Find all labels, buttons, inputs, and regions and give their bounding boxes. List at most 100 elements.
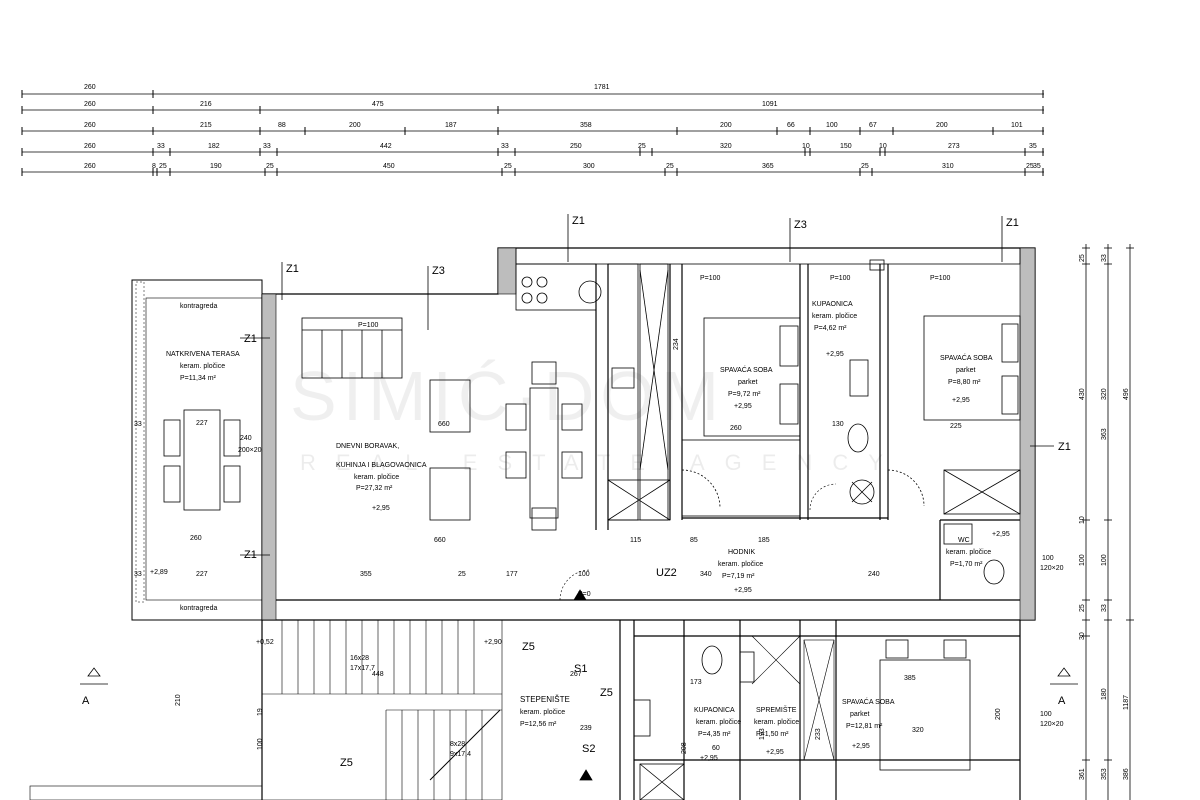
section-a-right: A [1058, 695, 1066, 707]
bedroom1-level: +2,95 [734, 403, 752, 410]
wall-tag-z5: Z5 [600, 687, 613, 699]
dim-label: 33 [157, 143, 165, 150]
watermark: SIMIĆ·DOM REAL ESTATE AGENCY [290, 357, 903, 475]
terrace-dim-33b: 33 [134, 571, 142, 578]
dim-label: 10 [879, 143, 887, 150]
right-dimension-labels: 25 33 430 320 496 363 10 100 100 25 33 3… [1079, 254, 1130, 780]
window-p100-bedroom2: P=100 [930, 275, 951, 282]
bedroom3-name: SPAVAĆA SOBA [842, 697, 895, 706]
stairs-area: P=12,56 m² [520, 721, 557, 728]
living-name-2: KUHINJA I BLAGOVAONICA [336, 462, 427, 469]
terrace-floor: keram. pločice [180, 363, 225, 370]
storage-floor: keram. pločice [754, 719, 799, 726]
living-dim-25: 25 [458, 571, 466, 578]
dim-label: 100 [1101, 554, 1108, 566]
bedroom3-dim-100: 100 [1040, 711, 1052, 718]
stairs-b2: 9x17,4 [450, 751, 471, 758]
wall-tag-leaders [240, 214, 1054, 556]
bedroom3-dim-385: 385 [904, 675, 916, 682]
bathroom2-dim-60: 60 [712, 745, 720, 752]
dim-label: 260 [84, 84, 96, 91]
wall-tag-z1: Z1 [1006, 217, 1019, 229]
hall-dim-115: 115 [630, 537, 641, 544]
dim-label: 450 [383, 163, 395, 170]
hall-dim-240: 240 [868, 571, 880, 578]
dim-label: 10 [802, 143, 810, 150]
bathroom1-fixtures [847, 259, 885, 505]
terrace-dim-227b: 227 [196, 571, 208, 578]
dim-label: 33 [263, 143, 271, 150]
dim-label: 25 [266, 163, 274, 170]
stairs-floor: keram. pločice [520, 709, 565, 716]
dim-label: 100 [826, 122, 838, 129]
bathroom2-floor: keram. pločice [696, 719, 741, 726]
bedroom2-area: P=8,80 m² [948, 379, 981, 386]
stairs-dim-267: 267 [570, 671, 582, 678]
dim-label: 25 [861, 163, 869, 170]
hallway-level: +2,95 [734, 587, 752, 594]
dim-label: 1187 [1123, 695, 1130, 710]
bedroom3-floor: parket [850, 711, 870, 718]
dim-label: 35 [1033, 163, 1041, 170]
section-s1: S1 [574, 663, 587, 675]
dim-label: 363 [1101, 428, 1108, 440]
dim-label: 25 [1079, 254, 1086, 262]
dim-label: 260 [84, 163, 96, 170]
bedroom2-floor: parket [956, 367, 976, 374]
dim-label: 33 [1101, 254, 1108, 262]
living-dim-177: 177 [506, 571, 518, 578]
dim-label: 200 [349, 122, 361, 129]
dim-label: 101 [1011, 122, 1023, 129]
stairs-name: STEPENIŠTE [520, 695, 570, 704]
hallway-area: P=7,19 m² [722, 573, 755, 580]
wall-tag-z5: Z5 [340, 757, 353, 769]
dim-label: 88 [278, 122, 286, 129]
window-p0: P=0 [578, 591, 591, 598]
wc-floor: keram. pločice [946, 549, 991, 556]
bedroom1-furniture [681, 317, 801, 517]
dim-label: 361 [1079, 768, 1086, 780]
living-furniture [301, 263, 671, 531]
dim-label: 358 [580, 122, 592, 129]
window-p100-living: P=100 [358, 322, 379, 329]
stairs-dim-448: 448 [372, 671, 384, 678]
dim-193: 193 [759, 728, 766, 740]
stairs-dim-210: 210 [175, 694, 182, 706]
living-area: P=27,32 m² [356, 485, 393, 492]
storage-name: SPREMIŠTE [756, 705, 797, 714]
stairs-a: 16x28 [350, 655, 369, 662]
bathroom1-dim-130: 130 [832, 421, 844, 428]
dim-label: 216 [200, 101, 212, 108]
stairs-level: +2,90 [484, 639, 502, 646]
dim-label: 190 [210, 163, 222, 170]
bathroom2-dim-173: 173 [690, 679, 702, 686]
section-a-left: A [82, 695, 90, 707]
stairs-dim-19: 19 [257, 708, 264, 716]
terrace-kontragreda-bottom: kontragreda [180, 605, 217, 612]
terrace-name: NATKRIVENA TERASA [166, 351, 240, 358]
bedroom2-furniture [887, 315, 1021, 515]
dim-label: 8 [152, 163, 156, 170]
wc-dim-100: 100 [1042, 555, 1054, 562]
living-floor: keram. pločice [354, 474, 399, 481]
bathroom2-area: P=4,35 m² [698, 731, 731, 738]
right-dimension-chains [1082, 244, 1134, 800]
watermark-sub: REAL ESTATE AGENCY [300, 450, 903, 475]
bathroom2-fixtures [633, 645, 755, 800]
section-s2: S2 [582, 743, 595, 755]
dim-label: 215 [200, 122, 212, 129]
dim-label: 25 [666, 163, 674, 170]
dim-label: 182 [208, 143, 220, 150]
dim-label: 100 [1079, 554, 1086, 566]
stairs [29, 619, 503, 800]
living-level: +2,95 [372, 505, 390, 512]
hall-dim-85: 85 [690, 537, 698, 544]
wc-level: +2,95 [992, 531, 1010, 538]
hall-dim-185: 185 [758, 537, 770, 544]
dim-label: 33 [501, 143, 509, 150]
top-dimension-labels: 260 1781 260 216 475 1091 260 215 88 200… [84, 84, 1041, 170]
dim-label: 150 [840, 143, 852, 150]
dim-label: 200 [936, 122, 948, 129]
dim-label: 300 [583, 163, 595, 170]
